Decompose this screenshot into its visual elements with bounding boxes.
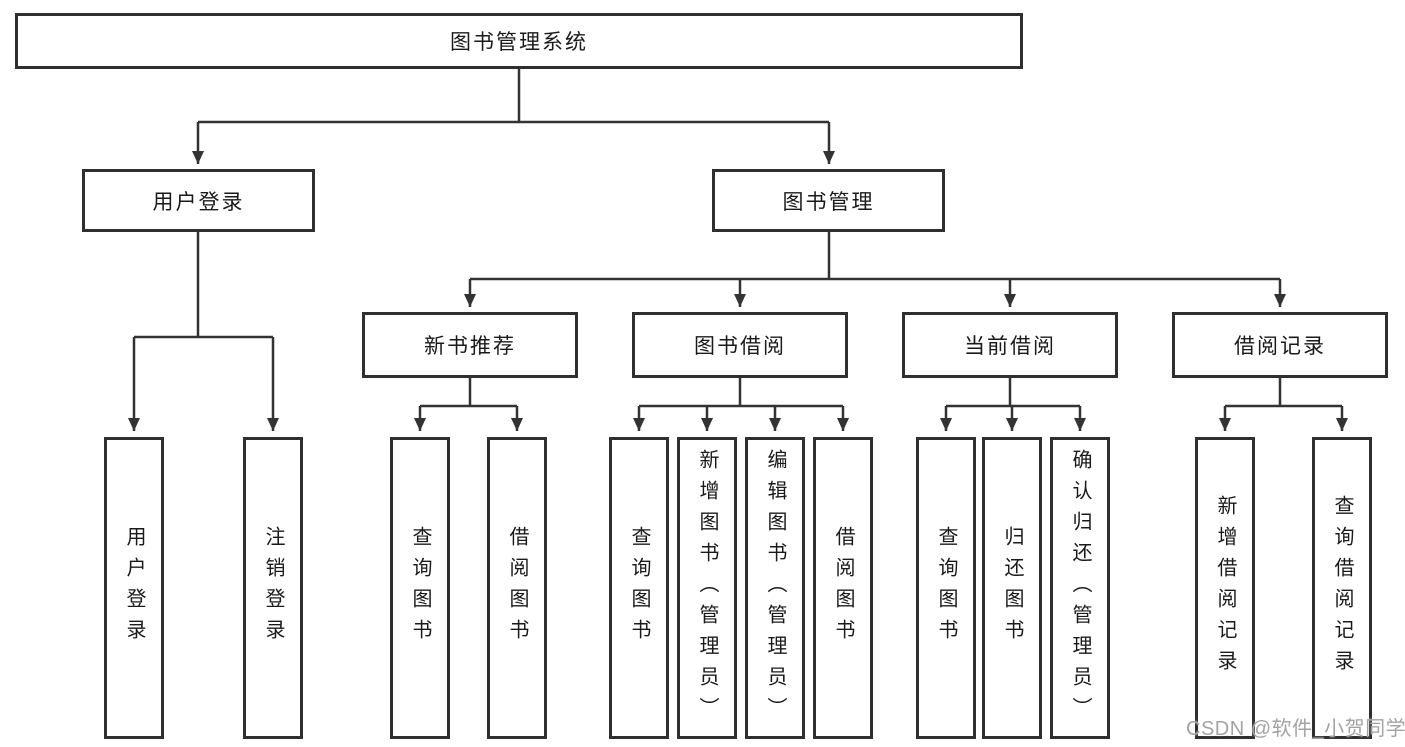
node-book-borrowing: 图书借阅 (632, 312, 848, 378)
node-book-management: 图书管理 (712, 169, 945, 232)
node-user-login-group: 用户登录 (82, 169, 315, 232)
node-current-borrowing: 当前借阅 (902, 312, 1118, 378)
node-library-system: 图书管理系统 (15, 13, 1023, 69)
leaf-borrow-books-borrowing: 借阅图书 (813, 437, 873, 739)
leaf-query-borrow-record: 查询借阅记录 (1312, 437, 1372, 739)
leaf-query-books-recommend: 查询图书 (390, 437, 450, 739)
leaf-query-books-borrowing: 查询图书 (609, 437, 669, 739)
leaf-return-books: 归还图书 (982, 437, 1042, 739)
leaf-user-login: 用户登录 (104, 437, 164, 739)
leaf-add-borrow-record: 新增借阅记录 (1195, 437, 1255, 739)
leaf-edit-book-admin: 编辑图书（管理员） (745, 437, 805, 739)
node-borrowing-records: 借阅记录 (1172, 312, 1388, 378)
node-new-book-recommendation: 新书推荐 (362, 312, 578, 378)
leaf-add-book-admin: 新增图书（管理员） (677, 437, 737, 739)
leaf-query-books-current: 查询图书 (916, 437, 976, 739)
leaf-borrow-books-recommend: 借阅图书 (487, 437, 547, 739)
watermark: CSDN @软件_小贺同学 (1186, 718, 1405, 740)
leaf-logout: 注销登录 (243, 437, 303, 739)
leaf-confirm-return-admin: 确认归还（管理员） (1050, 437, 1110, 739)
